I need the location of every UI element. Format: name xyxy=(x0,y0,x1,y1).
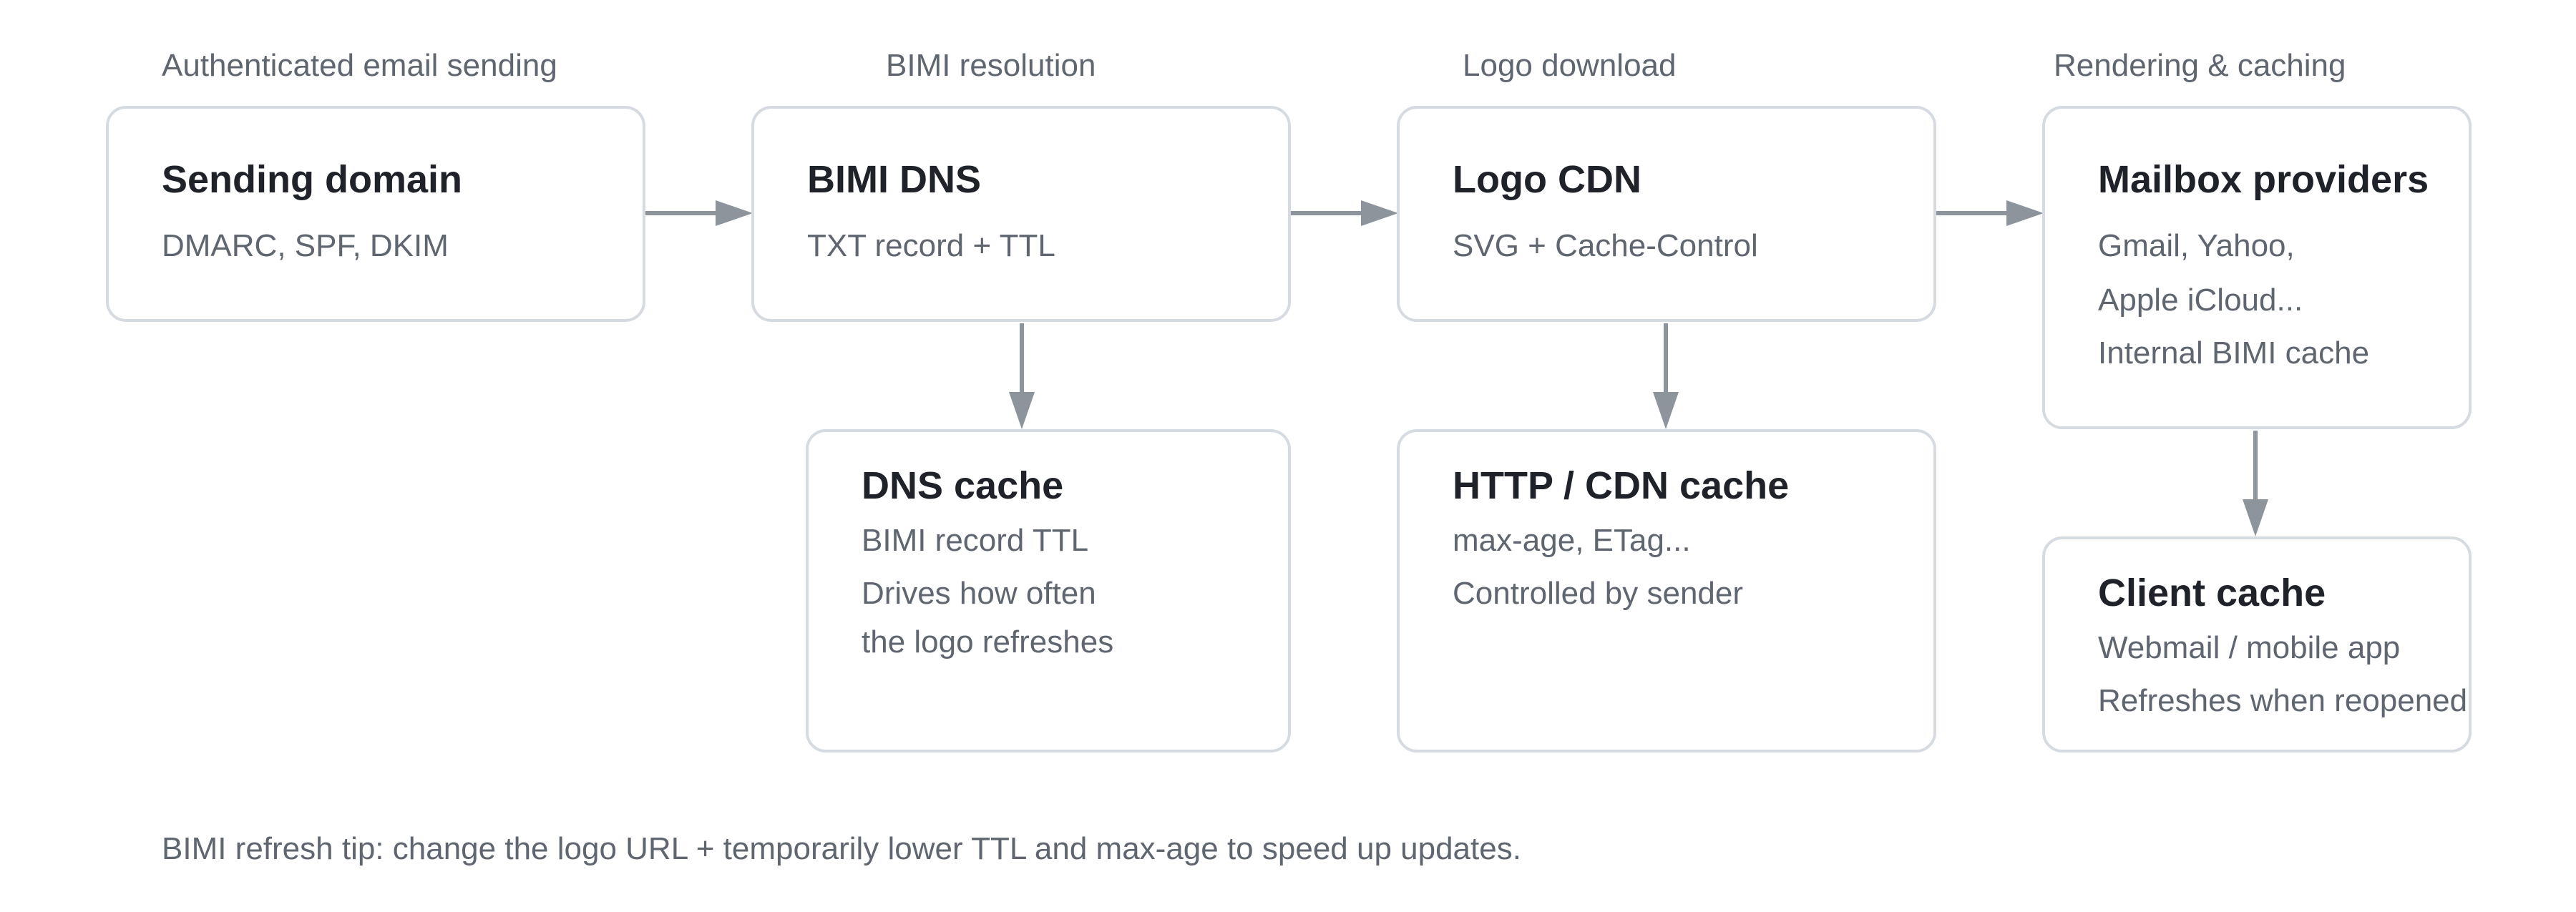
edge-sending-domain-to-bimi-dns xyxy=(645,200,753,226)
node-detail-line: SVG + Cache-Control xyxy=(1453,228,1758,263)
node-title: Mailbox providers xyxy=(2098,158,2429,201)
node-logo-cdn: Logo CDN SVG + Cache-Control xyxy=(1397,106,1936,322)
node-title: DNS cache xyxy=(862,464,1064,507)
node-bimi-dns: BIMI DNS TXT record + TTL xyxy=(751,106,1291,322)
node-dns-cache: DNS cache BIMI record TTL Drives how oft… xyxy=(806,429,1291,752)
stage-label-rendering-caching: Rendering & caching xyxy=(2054,48,2346,83)
edge-logo-cdn-to-http-cdn-cache xyxy=(1653,323,1679,429)
edge-bimi-dns-to-dns-cache xyxy=(1009,323,1035,429)
node-title: Sending domain xyxy=(162,158,463,201)
stage-label-bimi-resolution: BIMI resolution xyxy=(886,48,1096,83)
node-detail-line: max-age, ETag... xyxy=(1453,523,1691,558)
node-title: Client cache xyxy=(2098,572,2326,614)
node-detail-line: Refreshes when reopened xyxy=(2098,683,2468,718)
stage-label-authenticated-sending: Authenticated email sending xyxy=(162,48,557,83)
node-detail-line: Webmail / mobile app xyxy=(2098,630,2401,665)
node-title: BIMI DNS xyxy=(807,158,981,201)
node-detail-line: BIMI record TTL xyxy=(862,523,1089,558)
stage-label-logo-download: Logo download xyxy=(1463,48,1677,83)
node-client-cache: Client cache Webmail / mobile app Refres… xyxy=(2042,536,2472,752)
node-detail-line: TXT record + TTL xyxy=(807,228,1055,263)
node-detail-line: Controlled by sender xyxy=(1453,576,1744,611)
node-mailbox-providers: Mailbox providers Gmail, Yahoo, Apple iC… xyxy=(2042,106,2472,429)
node-title: HTTP / CDN cache xyxy=(1453,464,1790,507)
node-detail-line: Apple iCloud... xyxy=(2098,283,2303,318)
node-detail-line: the logo refreshes xyxy=(862,624,1114,660)
edge-mailbox-providers-to-client-cache xyxy=(2243,431,2268,536)
edge-logo-cdn-to-mailbox-providers xyxy=(1936,200,2044,226)
edge-bimi-dns-to-logo-cdn xyxy=(1291,200,1398,226)
node-detail-line: Internal BIMI cache xyxy=(2098,335,2370,371)
node-title: Logo CDN xyxy=(1453,158,1641,201)
node-detail-line: Gmail, Yahoo, xyxy=(2098,228,2295,263)
node-http-cdn-cache: HTTP / CDN cache max-age, ETag... Contro… xyxy=(1397,429,1936,752)
node-sending-domain: Sending domain DMARC, SPF, DKIM xyxy=(106,106,645,322)
node-detail-line: DMARC, SPF, DKIM xyxy=(162,228,449,263)
refresh-tip: BIMI refresh tip: change the logo URL + … xyxy=(162,831,1521,866)
node-detail-line: Drives how often xyxy=(862,576,1096,611)
